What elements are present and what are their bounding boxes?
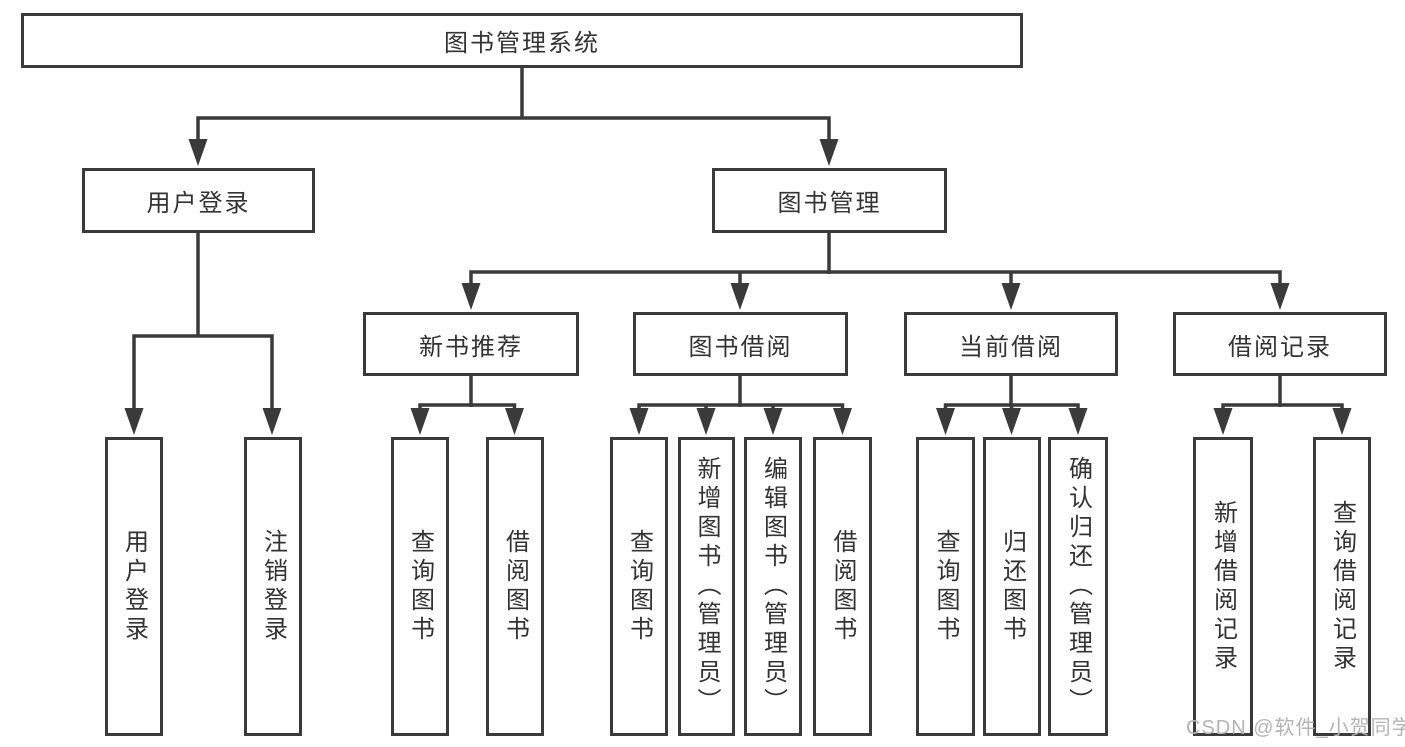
arrow-icon [629,408,649,435]
arrow-icon [819,139,839,166]
node-label: 确认归还（管理员） [1064,456,1092,717]
node-label: 新增图书（管理员） [693,456,720,717]
node-label: 注销登录 [259,528,287,645]
watermark: CSDN @软件_小贺同学 [1186,717,1405,739]
leaf-logout: 注销登录 [244,437,302,736]
node-user-login: 用户登录 [82,168,315,233]
leaf-add-book-admin: 新增图书（管理员） [678,437,735,736]
arrow-icon [262,408,282,435]
node-current-borrow: 当前借阅 [904,312,1118,376]
arrow-icon [410,408,430,435]
arrow-icon [833,408,852,435]
node-label: 图书借阅 [688,333,793,361]
node-label: 用户登录 [146,190,251,217]
node-new-book-recommend: 新书推荐 [363,312,579,376]
node-label: 用户登录 [120,528,148,645]
arrow-icon [1002,408,1021,435]
arrow-icon [188,139,208,166]
arrow-icon [1001,283,1021,310]
arrowheads [124,139,1352,435]
leaf-return-book: 归还图书 [983,437,1041,736]
arrow-icon [124,408,144,435]
leaf-add-borrow-record: 新增借阅记录 [1193,437,1253,736]
node-label: 编辑图书（管理员） [759,456,787,717]
leaf-query-books-current: 查询图书 [916,437,975,736]
leaf-borrow-books: 借阅图书 [813,437,872,736]
arrow-icon [696,408,716,435]
leaf-query-borrow-record: 查询借阅记录 [1313,437,1371,736]
leaf-confirm-return-admin: 确认归还（管理员） [1048,437,1108,736]
node-book-borrow: 图书借阅 [633,312,848,376]
leaf-query-books-recommend: 查询图书 [391,437,449,736]
arrow-icon [730,283,750,310]
leaf-query-books-borrow: 查询图书 [610,437,668,736]
arrow-icon [1270,283,1290,310]
node-label: 归还图书 [998,528,1026,645]
node-label: 图书管理系统 [444,30,600,57]
node-label: 查询借阅记录 [1328,499,1356,674]
leaf-edit-book-admin: 编辑图书（管理员） [744,437,802,736]
node-book-management: 图书管理 [712,168,947,233]
leaf-borrow-books-recommend: 借阅图书 [486,437,544,736]
node-label: 借阅图书 [829,528,856,645]
node-label: 图书管理 [777,190,882,217]
node-label: 当前借阅 [959,333,1063,361]
arrow-icon [1068,408,1088,435]
arrow-icon [936,408,955,435]
arrow-icon [1213,408,1233,435]
arrow-icon [461,283,481,310]
node-label: 借阅图书 [501,528,529,645]
node-label: 新增借阅记录 [1209,499,1237,674]
node-label: 借阅记录 [1228,333,1332,361]
node-root: 图书管理系统 [21,13,1023,68]
node-label: 新书推荐 [419,333,523,361]
leaf-user-login: 用户登录 [105,437,163,736]
arrow-icon [1332,408,1352,435]
node-label: 查询图书 [406,528,434,645]
arrow-icon [763,408,783,435]
node-borrow-records: 借阅记录 [1173,312,1387,376]
arrow-icon [505,408,524,435]
node-label: 查询图书 [625,528,653,645]
node-label: 查询图书 [932,528,959,645]
